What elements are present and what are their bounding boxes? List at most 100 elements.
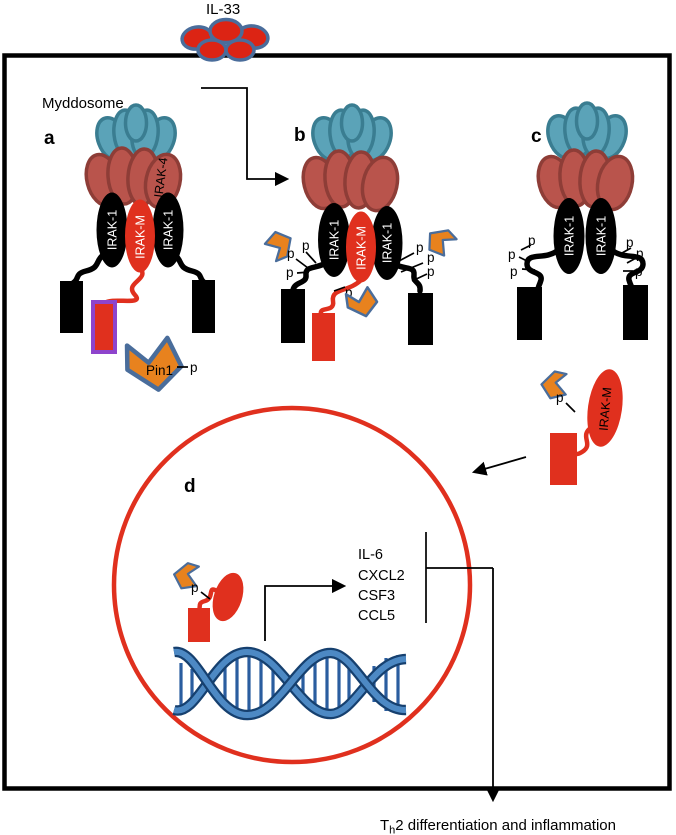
irak1-oval [96, 192, 128, 268]
irakm-domain-inhibited [91, 300, 117, 354]
outcome-caption: Th2 differentiation and inflammation [380, 817, 616, 835]
il33-molecule [224, 38, 256, 62]
irakm-oval [125, 199, 155, 273]
transcription-arrow [264, 578, 347, 641]
irakm-oval [346, 211, 376, 283]
phospho-label: p [528, 233, 536, 248]
phospho-label: p [416, 240, 424, 255]
receptor-domain [623, 285, 648, 340]
receptor-domain [408, 293, 433, 345]
irak1-oval [152, 192, 184, 268]
signal-arrow-a-to-b [201, 87, 290, 187]
irak4-label: IRAK-4 [152, 157, 171, 199]
nuclear-envelope [111, 405, 473, 765]
cell-membrane-box [2, 53, 672, 791]
irak4-cluster [296, 148, 404, 216]
phospho-label: p [626, 235, 634, 250]
irak1-oval [585, 198, 617, 274]
outcome-t: T [380, 817, 389, 834]
irak1-oval [371, 206, 403, 280]
gene-ccl5: CCL5 [358, 608, 395, 624]
nuclear-import-arrow [471, 456, 527, 476]
il33-molecule [196, 38, 228, 62]
irak1-label: IRAK-1 [595, 216, 609, 256]
receptor-domain [517, 287, 542, 340]
phospho-tick [295, 258, 309, 269]
phospho-label: p [427, 264, 435, 279]
phospho-label: p [510, 264, 518, 279]
panel-a-myddosome: Myddosome a IRAK-4 IRAK-1 IRAK-1 IRAK-M … [42, 95, 215, 394]
irakm-domain [550, 433, 577, 485]
phospho-tick [518, 256, 528, 262]
phospho-label: p [345, 285, 353, 300]
gene-list: IL-6 CXCL2 CSF3 CCL5 [358, 532, 427, 624]
gene-il6: IL-6 [358, 547, 383, 563]
gene-cxcl2: CXCL2 [358, 568, 405, 584]
phospho-tick [296, 271, 310, 274]
phospho-tick [521, 268, 536, 271]
panel-c-released-complex: c IRAK-1 IRAK-1 p p p p p p [508, 101, 648, 340]
pin1-label: Pin1 [146, 363, 173, 378]
panel-c-label: c [531, 126, 542, 147]
phospho-tick [411, 273, 428, 282]
phospho-label: p [191, 580, 199, 595]
phospho-label: p [508, 247, 516, 262]
gene-csf3: CSF3 [358, 588, 395, 604]
phospho-tick [621, 247, 632, 254]
outcome-sub: h [389, 825, 395, 835]
irakm-tail [102, 264, 145, 306]
irak1-label: IRAK-1 [106, 210, 120, 250]
dna-helix [172, 646, 407, 721]
pin1-chevron [539, 369, 569, 401]
outcome-rest: 2 differentiation and inflammation [395, 817, 616, 834]
phospho-tick [626, 257, 637, 264]
irak1-label: IRAK-1 [328, 220, 342, 260]
receptor-domain [192, 280, 215, 333]
irak1-tail [168, 249, 208, 286]
irak1-tail [290, 258, 333, 293]
irakm-domain [188, 608, 210, 642]
receptor-domain [281, 289, 305, 343]
irak1-label: IRAK-1 [563, 216, 577, 256]
irak1-tail [70, 249, 110, 286]
irak1-label: IRAK-1 [381, 223, 395, 263]
panel-d-label: d [184, 476, 196, 497]
irakm-domain [312, 313, 335, 361]
phospho-tick [400, 262, 424, 273]
irak4-cluster [531, 147, 639, 215]
free-irakm-pin1: IRAK-M p [471, 369, 623, 485]
phospho-label: p [427, 250, 435, 265]
phospho-label: p [635, 264, 643, 279]
dna-strand [173, 648, 407, 719]
receptor-domain [60, 281, 83, 333]
panel-b-phospho-complex: b IRAK-1 IRAK-1 IRAK-M p p p p p p p [261, 103, 460, 361]
il33-ligand: IL-33 [180, 1, 270, 62]
phospho-tick [520, 244, 532, 251]
panel-a-label: a [44, 128, 55, 149]
myd88-cluster [540, 101, 634, 165]
phospho-tick [200, 591, 211, 600]
phospho-tick [305, 251, 317, 264]
il33-molecule [208, 17, 244, 45]
phospho-label: p [190, 360, 198, 375]
irakm-oval [587, 369, 623, 447]
nucleus: d p IL-6 [111, 405, 473, 765]
phospho-tick [398, 252, 415, 262]
irak1-label: IRAK-1 [162, 210, 176, 250]
irakm-label: IRAK-M [134, 215, 148, 259]
irakm-label: IRAK-M [597, 387, 615, 432]
myddosome-label: Myddosome [42, 95, 124, 112]
irak1-tail [524, 248, 560, 293]
irakm-label: IRAK-M [355, 226, 369, 270]
irakm-tail [318, 277, 364, 317]
phospho-tick [333, 286, 346, 292]
irak1-tail [387, 259, 423, 294]
phospho-label: p [556, 390, 564, 405]
irakm-tail [196, 587, 220, 613]
il33-label: IL-33 [206, 1, 240, 18]
phospho-label: p [302, 238, 310, 253]
phospho-label: p [286, 265, 294, 280]
phospho-label: p [287, 246, 295, 261]
